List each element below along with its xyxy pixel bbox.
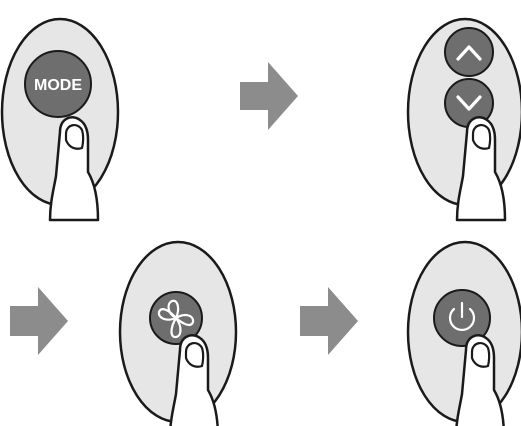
mode-button[interactable]: MODE [25, 51, 91, 117]
step-1-remote: MODE [2, 19, 118, 220]
next-arrow-1 [240, 62, 298, 130]
next-arrow-3 [300, 287, 358, 355]
step-3-remote [120, 242, 236, 426]
step-2-remote [408, 19, 521, 220]
mode-button-label: MODE [34, 77, 82, 94]
step-4-remote [408, 242, 521, 426]
next-arrow-2 [10, 287, 68, 355]
up-button[interactable] [445, 28, 493, 76]
